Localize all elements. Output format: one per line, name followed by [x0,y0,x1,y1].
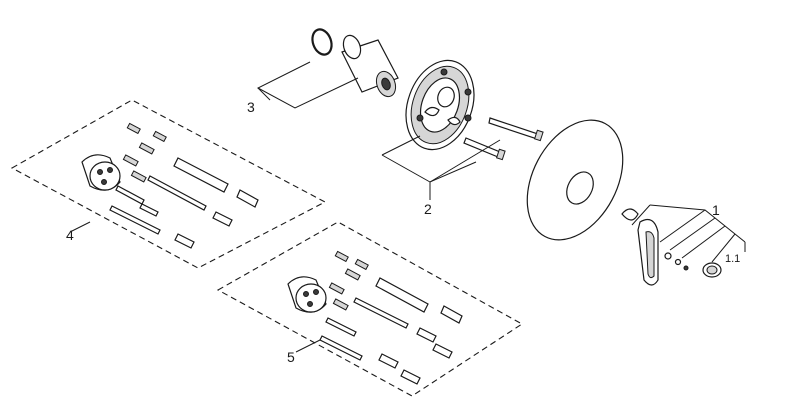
kit-5-frame [216,221,524,397]
part-5-cartridge-kit: 5 [216,221,524,397]
part-2-plate-assembly: 2 [381,59,544,217]
kit-5-cartridge [287,276,327,313]
label-part-5: 5 [287,349,295,365]
handle [621,208,722,286]
label-part-2: 2 [424,201,432,217]
label-part-4: 4 [66,227,74,243]
o-ring [311,28,333,56]
label-part-3: 3 [247,99,255,115]
cover-plate [526,119,624,241]
plate-screws [463,117,544,161]
kit-4-frame [10,99,327,269]
kit-4-pins [109,122,259,249]
part-3-sleeve-assembly: 3 [247,28,399,115]
kit-5-pins [319,250,463,385]
label-part-1: 1 [712,202,720,218]
kit-4-cartridge [81,154,121,191]
handle-cap [702,262,722,278]
part-1-cover-assembly: 1 1.1 [526,119,746,286]
label-part-1-1: 1.1 [725,253,740,265]
sleeve [341,34,399,98]
part-4-cartridge-kit: 4 [10,99,327,269]
mounting-plate [405,59,475,151]
